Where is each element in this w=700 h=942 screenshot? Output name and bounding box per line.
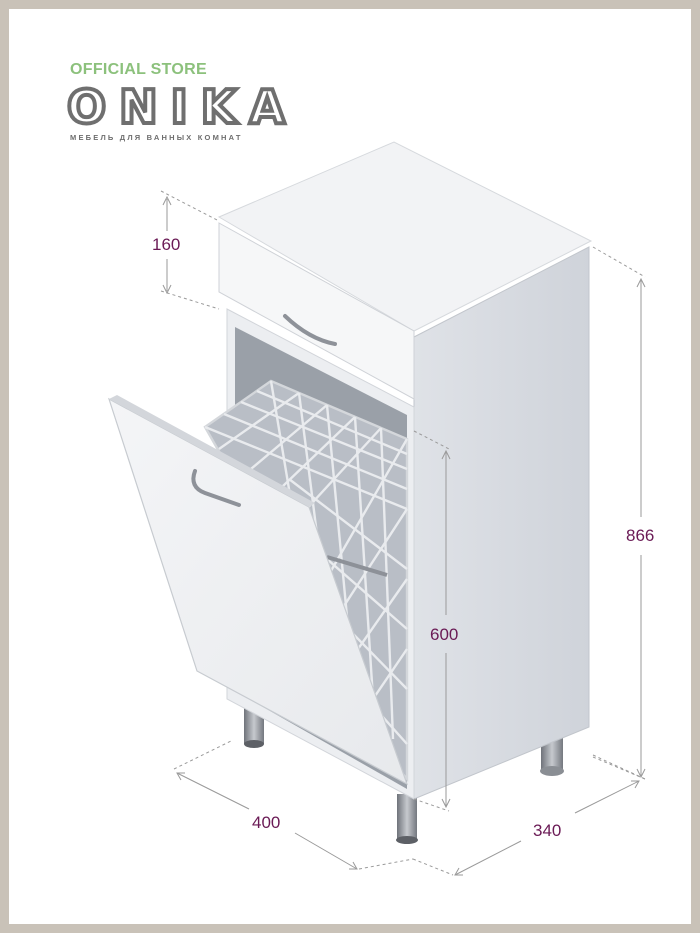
official-store-label: OFFICIAL STORE bbox=[70, 61, 207, 78]
drawer-front bbox=[218, 222, 415, 400]
dimension-drawer-height: 160 bbox=[152, 235, 181, 254]
cabinet-drawing bbox=[107, 141, 646, 876]
drawer-handle bbox=[283, 314, 337, 346]
dimension-depth: 340 bbox=[533, 821, 562, 840]
cabinet-top bbox=[217, 141, 593, 332]
onika-logo: ONIKA bbox=[65, 80, 298, 134]
dimension-lines bbox=[160, 190, 646, 876]
cabinet-side-panel bbox=[413, 246, 590, 800]
dimension-basket-height: 600 bbox=[430, 625, 459, 644]
tilt-out-door bbox=[107, 397, 409, 786]
dimension-width: 400 bbox=[252, 813, 281, 832]
door-handle bbox=[191, 469, 241, 507]
dimension-total-height: 866 bbox=[626, 526, 655, 545]
brand-tagline: МЕБЕЛЬ ДЛЯ ВАННЫХ КОМНАТ bbox=[70, 133, 243, 142]
door-top-edge bbox=[109, 395, 315, 507]
